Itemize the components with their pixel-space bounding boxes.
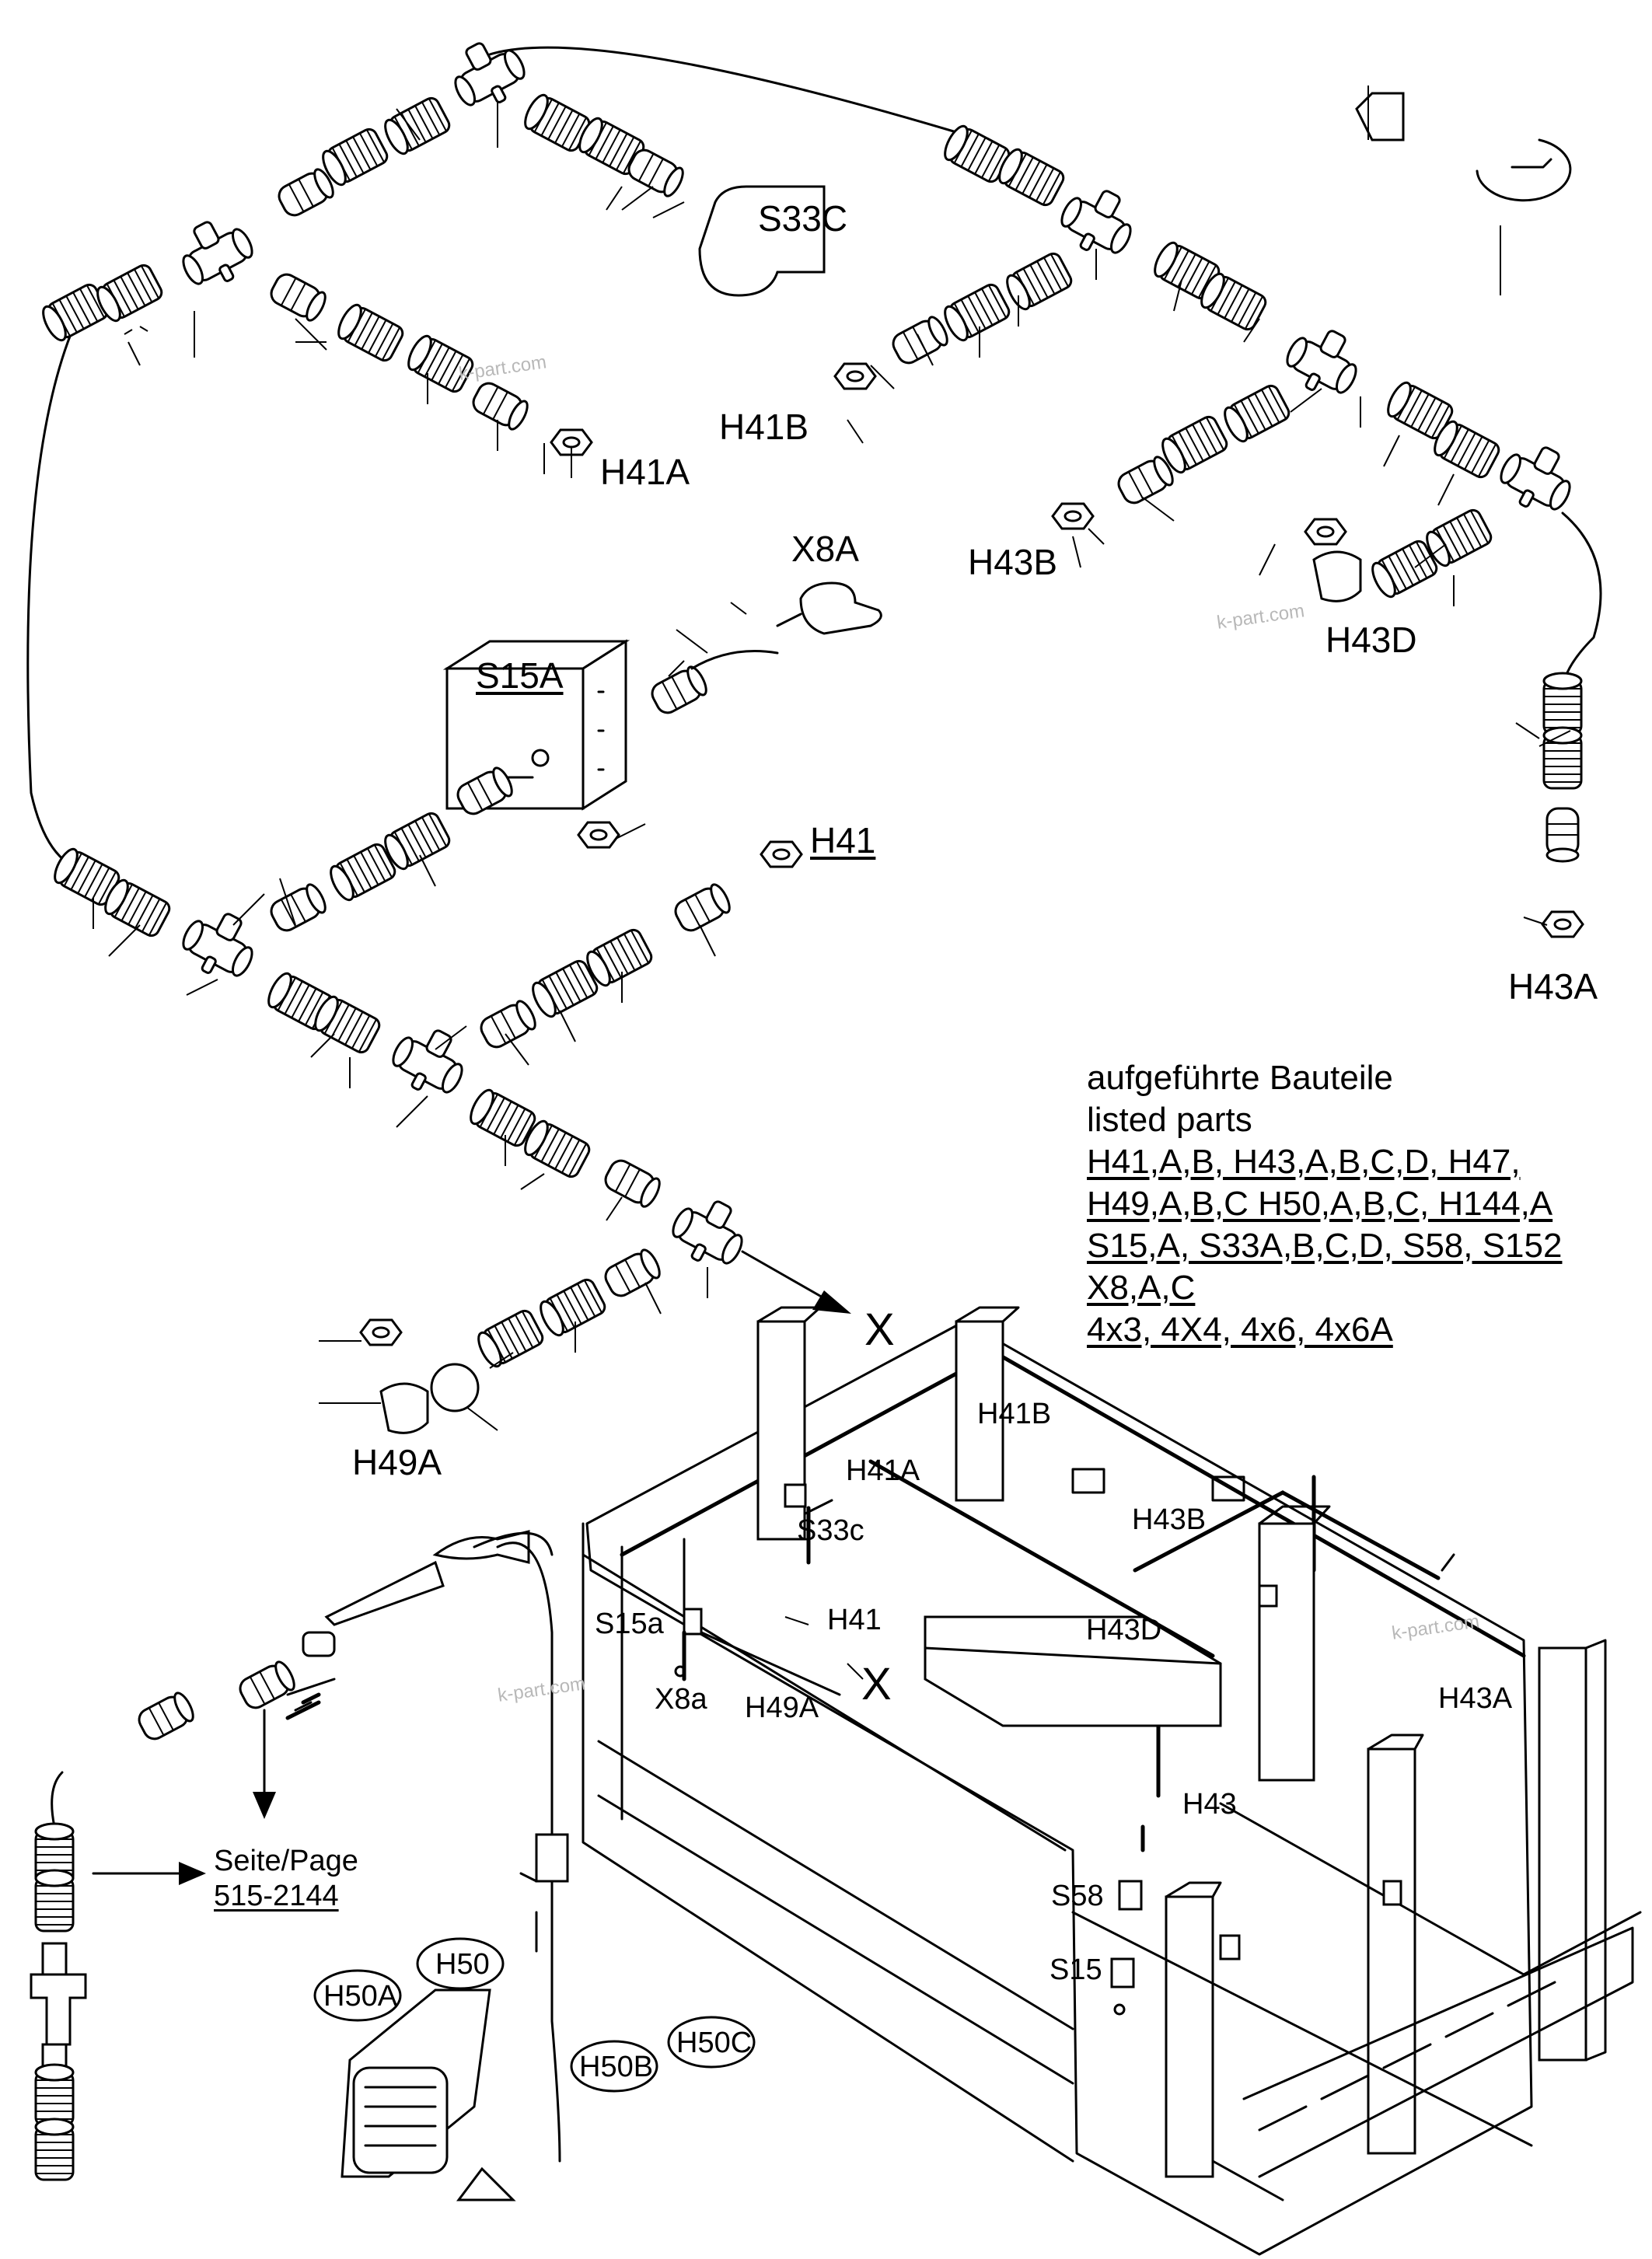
frame-outline bbox=[585, 1320, 1533, 2256]
frame-label-s58: S58 bbox=[1051, 1880, 1104, 1912]
frame-label-s15a: S15a bbox=[595, 1608, 664, 1640]
h49a-part bbox=[379, 1382, 429, 1434]
legend-line: H49,A,B,C H50,A,B,C, H144,A bbox=[1087, 1185, 1553, 1223]
parts-legend: aufgeführte Bauteile listed parts H41,A,… bbox=[1087, 1057, 1562, 1351]
label-h49a: H49A bbox=[352, 1442, 442, 1482]
label-h41: H41 bbox=[810, 820, 876, 861]
label-s33c: S33C bbox=[758, 198, 848, 239]
h43d-part bbox=[1312, 550, 1362, 602]
x8a-part bbox=[799, 581, 882, 635]
label-h43d: H43D bbox=[1325, 620, 1417, 660]
cable-left bbox=[26, 325, 87, 872]
page-ref-label: Seite/Page bbox=[214, 1845, 358, 1877]
label-s15a: S15A bbox=[476, 655, 564, 696]
label-h41a: H41A bbox=[600, 452, 690, 492]
frame-label-h41b: H41B bbox=[977, 1398, 1052, 1430]
legend-line: 4x3, 4X4, 4x6, 4x6A bbox=[1087, 1311, 1393, 1349]
page-ref-number[interactable]: 515-2144 bbox=[214, 1880, 339, 1912]
frame-label-h49a: H49A bbox=[745, 1692, 819, 1724]
frame-label-h43d: H43D bbox=[1086, 1614, 1162, 1646]
s33c-part bbox=[698, 185, 826, 297]
frame-label-s33c: S33c bbox=[797, 1514, 864, 1547]
label-x: X bbox=[864, 1304, 895, 1355]
frame-label-h43a: H43A bbox=[1438, 1682, 1513, 1715]
frame-label-h43: H43 bbox=[1182, 1788, 1237, 1821]
label-x8a: X8A bbox=[791, 529, 859, 569]
frame-label-h43b: H43B bbox=[1132, 1503, 1207, 1536]
label-h50a: H50A bbox=[323, 1980, 398, 2013]
label-h43a: H43A bbox=[1508, 966, 1598, 1007]
frame-label-x8a: X8a bbox=[655, 1683, 707, 1716]
legend-title-de: aufgeführte Bauteile bbox=[1087, 1059, 1393, 1097]
legend-line: S15,A, S33A,B,C,D, S58, S152 bbox=[1087, 1227, 1563, 1265]
frame-label-s15: S15 bbox=[1050, 1953, 1102, 1986]
label-h50: H50 bbox=[435, 1948, 490, 1981]
legend-title-en: listed parts bbox=[1087, 1101, 1252, 1139]
frame-label-h41: H41 bbox=[827, 1604, 882, 1636]
label-h43b: H43B bbox=[968, 542, 1058, 582]
legend-line: X8,A,C bbox=[1087, 1269, 1196, 1307]
cable-top bbox=[488, 46, 958, 134]
cable-bottom bbox=[496, 1541, 561, 2163]
legend-line: H41,A,B, H43,A,B,C,D, H47, bbox=[1087, 1143, 1521, 1181]
label-h50b: H50B bbox=[579, 2051, 654, 2083]
frame-label-h41a: H41A bbox=[846, 1454, 920, 1487]
label-h41b: H41B bbox=[719, 407, 809, 447]
frame-label-x: X bbox=[861, 1659, 892, 1709]
label-h50c: H50C bbox=[676, 2027, 753, 2059]
